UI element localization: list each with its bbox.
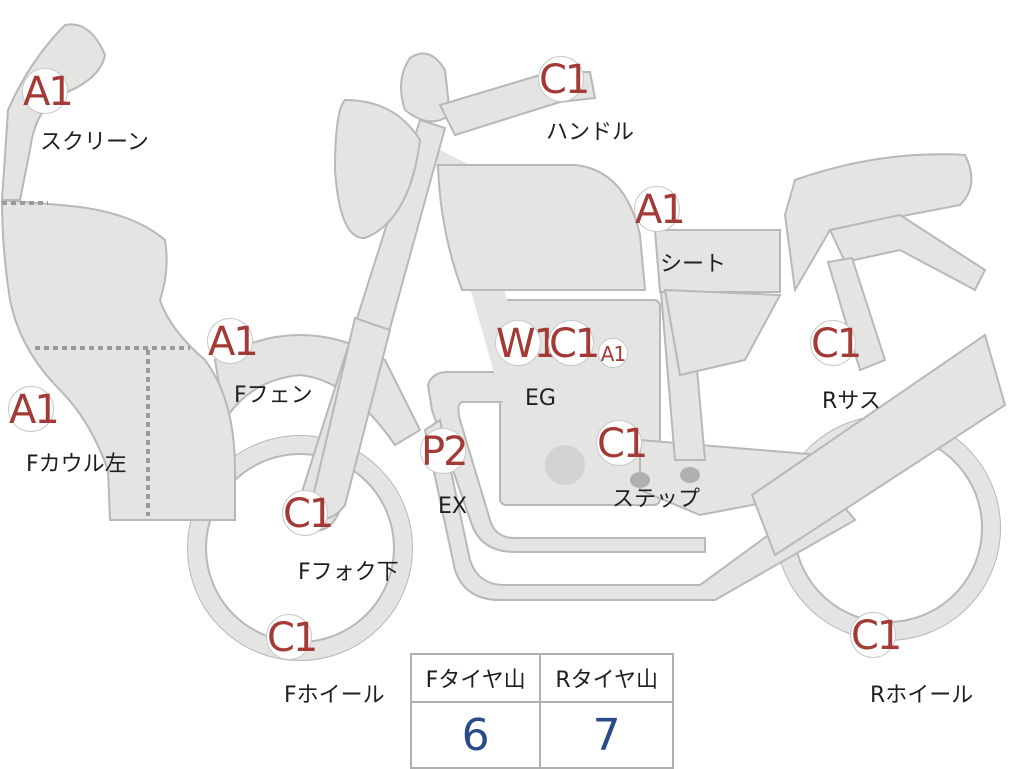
badge-ffender: A1 xyxy=(207,318,259,365)
headlight xyxy=(333,98,422,240)
footpeg-left xyxy=(630,472,650,488)
label-step: ステップ xyxy=(612,487,701,512)
badge-ffork: C1 xyxy=(282,490,334,537)
header-rear-tire: Rタイヤ山 xyxy=(539,653,674,703)
label-rsus: Rサス xyxy=(822,389,881,414)
badge-fwheel: C1 xyxy=(266,614,318,661)
badge-handle: C1 xyxy=(538,56,590,103)
handlebar-left xyxy=(400,52,452,123)
side-cover xyxy=(663,288,782,377)
label-ffork: Fフォク下 xyxy=(298,560,399,585)
front-cowl xyxy=(0,198,236,521)
tire-tread-table: Fタイヤ山 Rタイヤ山 6 7 xyxy=(409,653,674,769)
badge-fcowl: A1 xyxy=(8,386,60,433)
header-front-tire: Fタイヤ山 xyxy=(409,653,542,703)
badge-step: C1 xyxy=(596,420,648,467)
label-fcowl: Fカウル左 xyxy=(26,452,127,477)
footpeg-right xyxy=(680,467,700,483)
badge-eg-a1: A1 xyxy=(598,338,628,368)
badge-eg-w1: W1 xyxy=(495,320,559,367)
label-ffender: Fフェン xyxy=(234,383,313,408)
seat xyxy=(653,229,781,293)
label-screen: スクリーン xyxy=(40,130,149,155)
badge-ex: P2 xyxy=(420,428,469,475)
rear-arm xyxy=(750,333,1007,557)
label-seat: シート xyxy=(660,252,727,277)
value-front-tire: 6 xyxy=(409,701,542,769)
exhaust-pipe-lower xyxy=(423,418,857,601)
label-fwheel: Fホイール xyxy=(284,683,385,708)
badge-rsus: C1 xyxy=(810,320,862,367)
badge-rwheel: C1 xyxy=(850,612,902,659)
label-handle: ハンドル xyxy=(546,120,635,145)
badge-screen: A1 xyxy=(22,68,74,115)
fuel-tank xyxy=(436,164,647,291)
seat-rear xyxy=(783,153,973,294)
label-ex: EX xyxy=(438,494,467,519)
value-rear-tire: 7 xyxy=(539,701,674,769)
badge-eg-c1: C1 xyxy=(548,320,600,367)
badge-seat: A1 xyxy=(634,186,686,233)
engine-cover xyxy=(545,445,585,485)
label-eg: EG xyxy=(525,386,556,411)
exhaust-pipe xyxy=(426,371,706,553)
label-rwheel: Rホイール xyxy=(870,683,974,708)
